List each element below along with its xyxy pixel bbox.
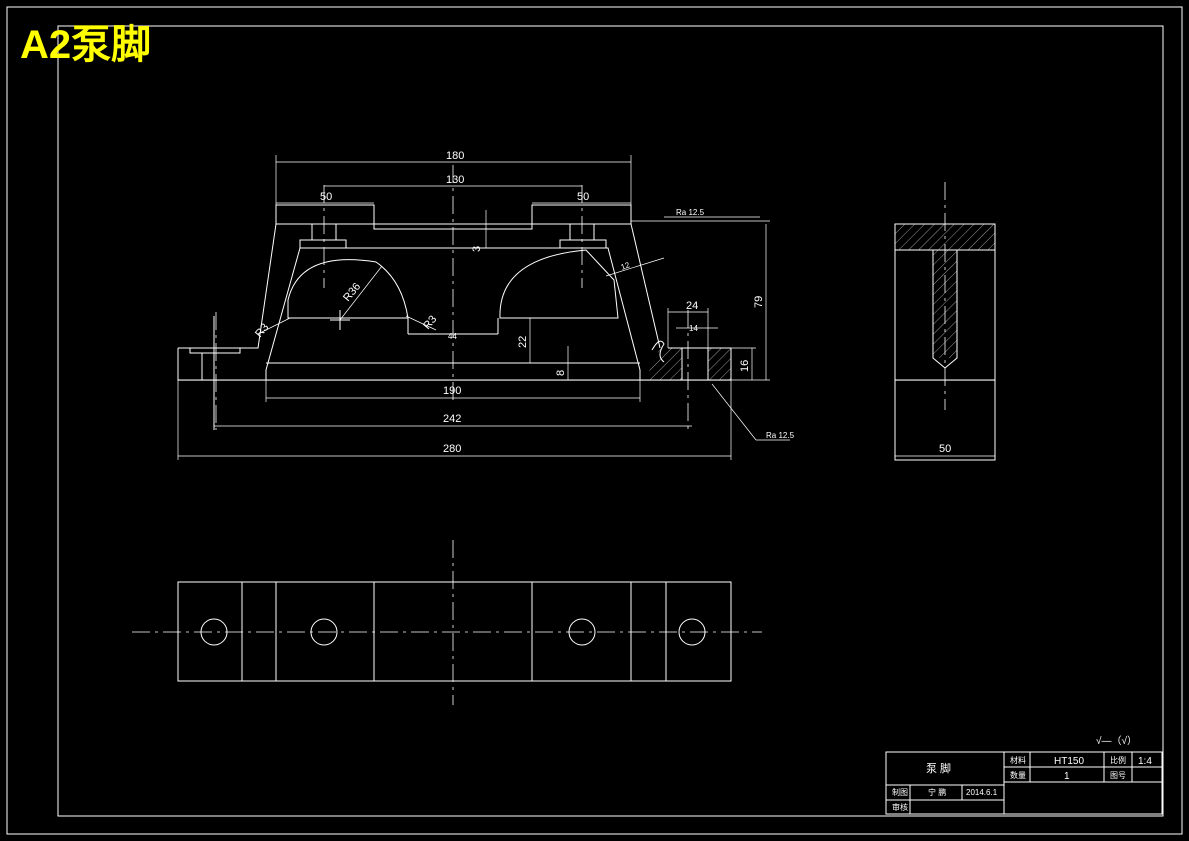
front-view: 180 130 50 50 3 Ra 12.5 12 79 [177,150,795,460]
tb-material-label: 材料 [1010,755,1026,765]
tb-checked-label: 审核 [892,802,908,812]
tb-material: HT150 [1054,756,1084,767]
surface-roughness-note: √—（√） [1096,735,1137,747]
tb-drawing-no-label: 图号 [1110,771,1126,780]
dim-R3-mid: R3 [421,313,439,331]
dim-79: 79 [753,296,765,308]
dim-3: 3 [471,246,483,252]
roughness-bottom: Ra 12.5 [766,431,795,440]
dim-44: 44 [448,332,457,341]
side-dim-50: 50 [939,443,951,455]
top-view [132,540,762,705]
dim-24: 24 [686,300,698,312]
inner-frame [57,25,1164,817]
outer-border [6,6,1183,835]
dim-22: 22 [517,336,529,348]
dim-8: 8 [555,370,567,376]
dim-242: 242 [443,413,461,425]
dim-50-left: 50 [320,191,332,203]
front-dimensions: 180 130 50 50 3 Ra 12.5 12 79 [177,150,795,460]
dim-190: 190 [443,385,461,397]
tb-part-name: 泵 脚 [926,761,951,775]
dim-180: 180 [446,150,464,162]
dim-R3-left: R3 [253,321,271,339]
tb-qty-label: 数量 [1010,770,1026,780]
dim-R36: R36 [341,281,363,304]
tb-scale-label: 比例 [1110,755,1126,765]
tb-qty: 1 [1064,771,1070,782]
tb-date: 2014.6.1 [966,788,998,797]
dim-50-right: 50 [577,191,589,203]
sheet-title: A2泵脚 [20,23,151,67]
tb-drawn-label: 制图 [892,787,908,797]
dim-280: 280 [443,443,461,455]
title-block: 泵 脚 材料 HT150 比例 1:4 数量 1 图号 制图 宁 鹏 2014.… [885,751,1163,815]
dim-14: 14 [689,324,698,333]
tb-scale: 1:4 [1138,756,1152,767]
dim-130: 130 [446,174,464,186]
tb-drawn-by: 宁 鹏 [928,787,946,797]
dim-12: 12 [620,260,632,272]
side-view: 50 [894,182,996,461]
dim-16: 16 [739,360,751,372]
roughness-top: Ra 12.5 [676,208,705,217]
